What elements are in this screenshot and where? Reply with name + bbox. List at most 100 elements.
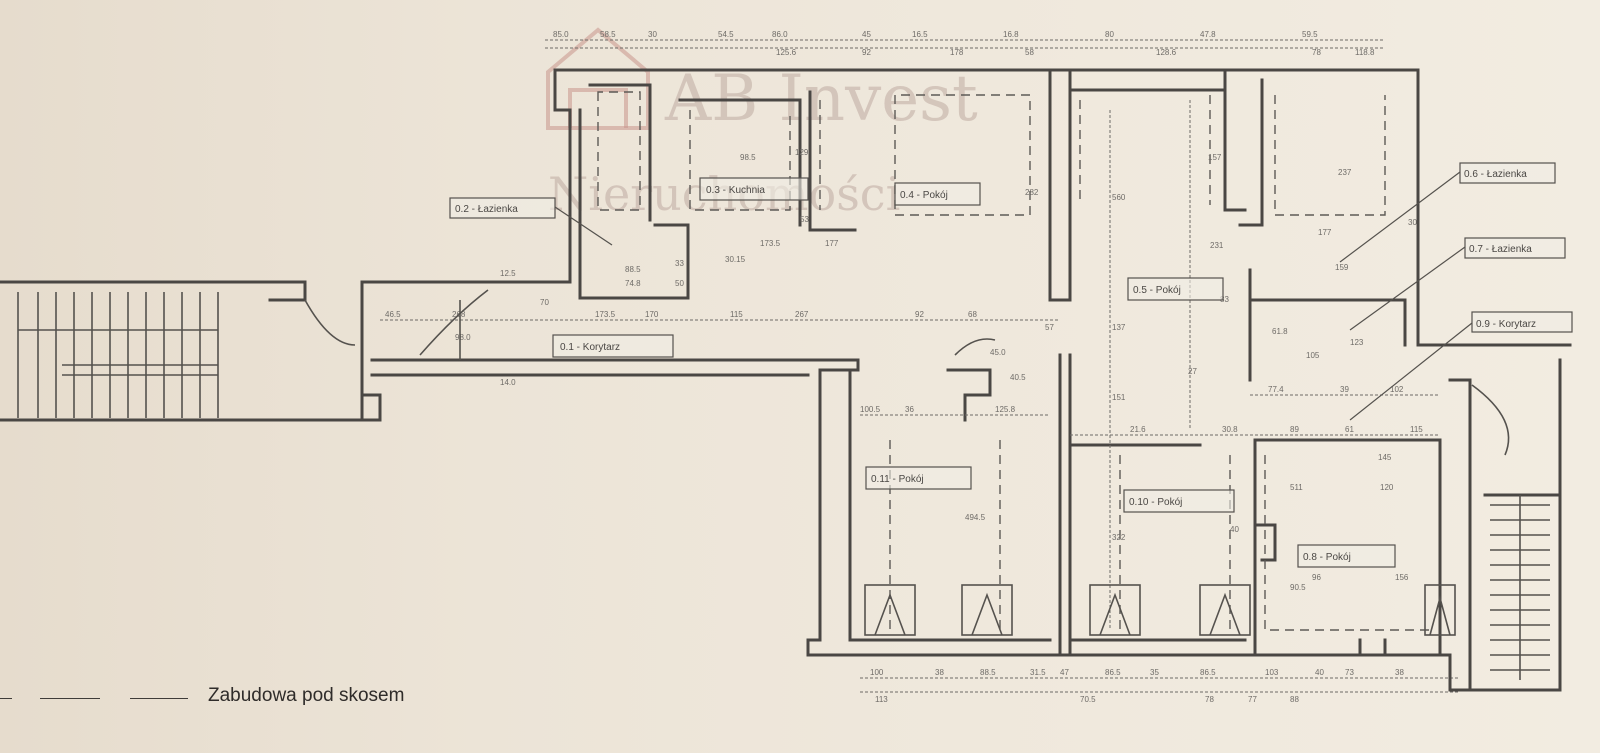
svg-text:57: 57 — [1045, 323, 1054, 332]
svg-text:83: 83 — [1220, 295, 1229, 304]
svg-text:237: 237 — [1338, 168, 1352, 177]
svg-text:322: 322 — [1112, 533, 1126, 542]
svg-text:129: 129 — [795, 148, 809, 157]
svg-text:40.5: 40.5 — [1010, 373, 1026, 382]
svg-text:31.5: 31.5 — [1030, 668, 1046, 677]
svg-text:113: 113 — [875, 695, 888, 704]
room-label-text: 0.8 - Pokój — [1303, 552, 1351, 563]
svg-text:92: 92 — [915, 310, 924, 319]
svg-text:70: 70 — [540, 298, 549, 307]
callout-lazienka-6: 0.6 - Łazienka — [1339, 162, 1556, 263]
room-label-pokoj-8: 0.8 - Pokój — [1297, 544, 1396, 568]
svg-text:88: 88 — [1290, 695, 1299, 704]
svg-text:105: 105 — [1306, 351, 1320, 360]
svg-text:96: 96 — [1312, 573, 1321, 582]
legend-dash — [40, 698, 100, 699]
staircase-right — [1483, 493, 1562, 680]
svg-text:89: 89 — [1290, 425, 1299, 434]
room-label-pokoj-4: 0.4 - Pokój — [894, 182, 981, 206]
svg-text:86.5: 86.5 — [1105, 668, 1121, 677]
svg-text:74.8: 74.8 — [625, 279, 641, 288]
svg-text:173.5: 173.5 — [760, 239, 781, 248]
svg-text:88.5: 88.5 — [980, 668, 996, 677]
svg-text:151: 151 — [1112, 393, 1126, 402]
svg-text:30.15: 30.15 — [725, 255, 746, 264]
svg-text:54.5: 54.5 — [718, 30, 734, 39]
svg-text:92: 92 — [862, 48, 871, 57]
callout-lazienka: 0.2 - Łazienka — [449, 197, 613, 246]
room-label-kuchnia: 0.3 - Kuchnia — [699, 177, 809, 201]
svg-text:68: 68 — [968, 310, 977, 319]
room-label-text: 0.5 - Pokój — [1133, 285, 1181, 296]
svg-text:58: 58 — [1025, 48, 1034, 57]
svg-text:39: 39 — [1340, 385, 1349, 394]
svg-text:45: 45 — [862, 30, 871, 39]
svg-text:45.0: 45.0 — [990, 348, 1006, 357]
svg-text:38: 38 — [935, 668, 944, 677]
svg-text:59.5: 59.5 — [1302, 30, 1318, 39]
roof-window — [1199, 584, 1251, 636]
svg-text:14.0: 14.0 — [500, 378, 516, 387]
svg-text:73: 73 — [1345, 668, 1354, 677]
svg-text:100.5: 100.5 — [860, 405, 881, 414]
svg-text:61: 61 — [1345, 425, 1354, 434]
svg-text:137: 137 — [1112, 323, 1126, 332]
svg-text:40: 40 — [1315, 668, 1324, 677]
svg-text:103: 103 — [1265, 668, 1279, 677]
callout-text: 0.6 - Łazienka — [1464, 169, 1527, 180]
svg-text:159: 159 — [1335, 263, 1349, 272]
svg-text:21.6: 21.6 — [1130, 425, 1146, 434]
roof-window — [864, 584, 916, 636]
room-label-pokoj-11: 0.11 - Pokój — [865, 466, 972, 490]
svg-text:27: 27 — [1188, 367, 1197, 376]
svg-text:157: 157 — [1208, 153, 1222, 162]
svg-text:47: 47 — [1060, 668, 1069, 677]
svg-text:30: 30 — [648, 30, 657, 39]
svg-text:12.5: 12.5 — [500, 269, 516, 278]
svg-text:267: 267 — [795, 310, 809, 319]
svg-text:125.6: 125.6 — [776, 48, 797, 57]
legend-dash — [0, 698, 12, 699]
svg-text:77: 77 — [1248, 695, 1257, 704]
doors — [419, 289, 1510, 456]
callout-text: 0.9 - Korytarz — [1476, 319, 1536, 330]
svg-text:98.0: 98.0 — [455, 333, 471, 342]
room-label-pokoj-5: 0.5 - Pokój — [1127, 277, 1224, 301]
roof-window — [1424, 584, 1456, 636]
svg-text:177: 177 — [1318, 228, 1332, 237]
legend-label: Zabudowa pod skosem — [208, 685, 405, 706]
svg-text:33: 33 — [675, 259, 684, 268]
interior-walls — [578, 68, 1472, 692]
svg-text:560: 560 — [1112, 193, 1126, 202]
svg-text:115: 115 — [1410, 425, 1423, 434]
svg-text:86.0: 86.0 — [772, 30, 788, 39]
svg-text:494.5: 494.5 — [965, 513, 986, 522]
svg-text:125.8: 125.8 — [995, 405, 1016, 414]
svg-text:30: 30 — [1408, 218, 1417, 227]
svg-text:120: 120 — [1380, 483, 1394, 492]
roof-window — [961, 584, 1013, 636]
svg-text:102: 102 — [1390, 385, 1404, 394]
callout-korytarz-9: 0.9 - Korytarz — [1349, 311, 1573, 421]
svg-text:178: 178 — [950, 48, 964, 57]
svg-text:100: 100 — [870, 668, 884, 677]
exterior-walls — [360, 68, 1572, 692]
svg-text:173.5: 173.5 — [595, 310, 616, 319]
svg-text:118.8: 118.8 — [1355, 48, 1375, 57]
svg-text:70.5: 70.5 — [1080, 695, 1096, 704]
svg-text:16.8: 16.8 — [1003, 30, 1019, 39]
legend-dash — [130, 698, 188, 699]
svg-text:77.4: 77.4 — [1268, 385, 1284, 394]
svg-text:36: 36 — [905, 405, 914, 414]
svg-text:128.6: 128.6 — [1156, 48, 1177, 57]
svg-text:170: 170 — [645, 310, 659, 319]
svg-text:38: 38 — [1395, 668, 1404, 677]
room-label-text: 0.11 - Pokój — [871, 474, 924, 485]
roof-window — [1089, 584, 1141, 636]
svg-text:177: 177 — [825, 239, 839, 248]
legend: Zabudowa pod skosem — [0, 683, 520, 713]
svg-text:30.8: 30.8 — [1222, 425, 1238, 434]
